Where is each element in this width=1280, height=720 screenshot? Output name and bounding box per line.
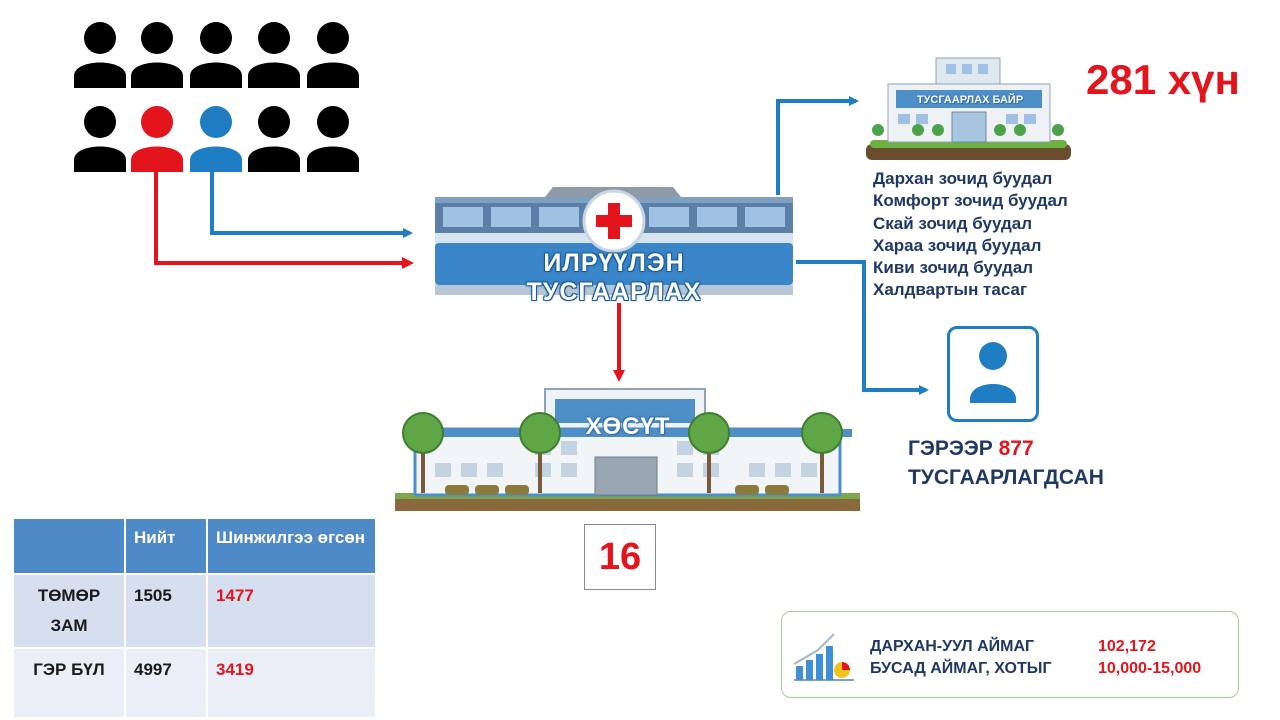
hotel-item: Комфорт зочид буудал xyxy=(873,191,1068,211)
stats-table: Нийт Шинжилгээ өгсөн ТӨМӨР ЗАМ 1505 1477… xyxy=(12,517,377,719)
hotel-item: Дархан зочид буудал xyxy=(873,169,1053,188)
people-group-icon xyxy=(74,22,359,172)
lab-building: ИЛРҮҮЛЭН ТУСГААРЛАХ xyxy=(433,187,795,306)
info-list: ДАРХАН-УУЛ АЙМАГ 102,172 БУСАД АЙМАГ, ХОТ… xyxy=(870,636,1201,680)
growth-chart-icon xyxy=(793,633,854,681)
table-cell-tested: 1477 xyxy=(208,575,375,647)
info-box: ДАРХАН-УУЛ АЙМАГ 102,172 БУСАД АЙМАГ, ХОТ… xyxy=(781,611,1239,698)
contract-person-card xyxy=(947,326,1039,422)
person-icon xyxy=(74,22,126,88)
info-name: ДАРХАН-УУЛ АЙМАГ xyxy=(870,638,1035,655)
quarantine-building-icon xyxy=(866,57,1071,160)
person-red-icon xyxy=(131,106,183,172)
hotel-list: Дархан зочид буудал Комфорт зочид буудал… xyxy=(873,168,1068,302)
person-icon xyxy=(970,342,1016,403)
table-cell-total: 4997 xyxy=(126,649,206,717)
building-icon xyxy=(435,187,793,295)
table-row: ТӨМӨР ЗАМ 1505 1477 xyxy=(14,575,375,647)
table-header-cell: Нийт xyxy=(126,519,206,573)
info-name: БУСАД АЙМАГ, ХОТЫГ xyxy=(870,660,1052,677)
hospital-building: ХӨСҮТ xyxy=(395,385,860,520)
medical-cross-icon xyxy=(596,203,632,239)
person-icon xyxy=(307,106,359,172)
table-header-row: Нийт Шинжилгээ өгсөн xyxy=(14,519,375,573)
table-header-cell xyxy=(14,519,124,573)
hotel-item: Хараа зочид буудал xyxy=(873,235,1042,255)
table-header-cell: Шинжилгээ өгсөн xyxy=(208,519,375,573)
hospital-building-icon xyxy=(395,388,860,511)
info-row: БУСАД АЙМАГ, ХОТЫГ 10,000-15,000 xyxy=(870,658,1201,680)
contract-prefix: ГЭРЭЭР xyxy=(908,437,993,460)
person-icon xyxy=(74,106,126,172)
hotel-item: Халдвартын тасаг xyxy=(873,280,1028,300)
hotel-item: Скай зочид буудал xyxy=(873,213,1033,233)
person-icon xyxy=(307,22,359,88)
quarantine-building: ТУСГААРЛАХ БАЙР xyxy=(866,56,1071,164)
table-row-label: ТӨМӨР ЗАМ xyxy=(14,575,124,647)
hospital-label: ХӨСҮТ xyxy=(585,413,671,440)
info-row: ДАРХАН-УУЛ АЙМАГ 102,172 xyxy=(870,636,1201,658)
contract-suffix: ТУСГААРЛАГДСАН xyxy=(908,466,1104,489)
lab-label: ИЛРҮҮЛЭН ТУСГААРЛАХ xyxy=(526,249,702,306)
table-cell-tested: 3419 xyxy=(208,649,375,717)
person-icon xyxy=(248,22,300,88)
person-blue-icon xyxy=(190,106,242,172)
person-icon xyxy=(190,22,242,88)
info-value: 102,172 xyxy=(1098,638,1156,655)
hospital-count: 16 xyxy=(584,524,656,590)
quarantine-building-label: ТУСГААРЛАХ БАЙР xyxy=(916,94,1024,106)
person-icon xyxy=(248,106,300,172)
table-cell-total: 1505 xyxy=(126,575,206,647)
info-value: 10,000-15,000 xyxy=(1098,660,1202,677)
person-icon xyxy=(131,22,183,88)
table-row: ГЭР БҮЛ 4997 3419 xyxy=(14,649,375,717)
contract-isolation-text: ГЭРЭЭР 877 ТУСГААРЛАГДСАН xyxy=(908,434,1104,492)
arrow-lab-to-quarantine xyxy=(776,96,859,195)
quarantine-count: 281 хүн xyxy=(1086,56,1240,103)
table-row-label: ГЭР БҮЛ xyxy=(14,649,124,717)
contract-count: 877 xyxy=(998,437,1034,460)
hotel-item: Киви зочид буудал xyxy=(873,258,1034,278)
